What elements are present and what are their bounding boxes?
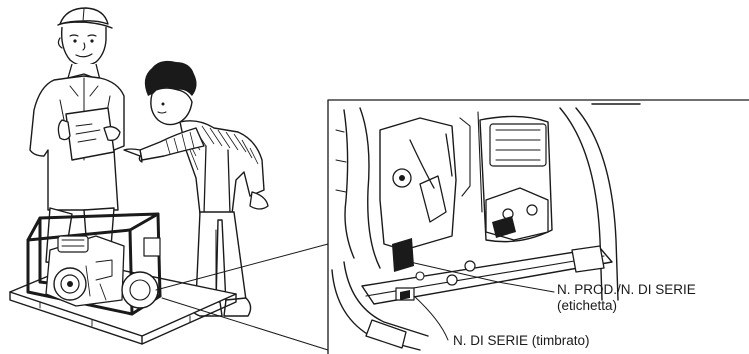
worker-with-clipboard (30, 8, 124, 264)
serial-label-sticker (392, 238, 414, 272)
stamped-serial-label: N. DI SERIE (timbrato) (453, 333, 590, 348)
product-serial-label-line2: (etichetta) (557, 298, 617, 313)
product-serial-label-line1: N. PROD./N. DI SERIE (557, 282, 696, 297)
detail-zoom-panel (328, 100, 749, 354)
